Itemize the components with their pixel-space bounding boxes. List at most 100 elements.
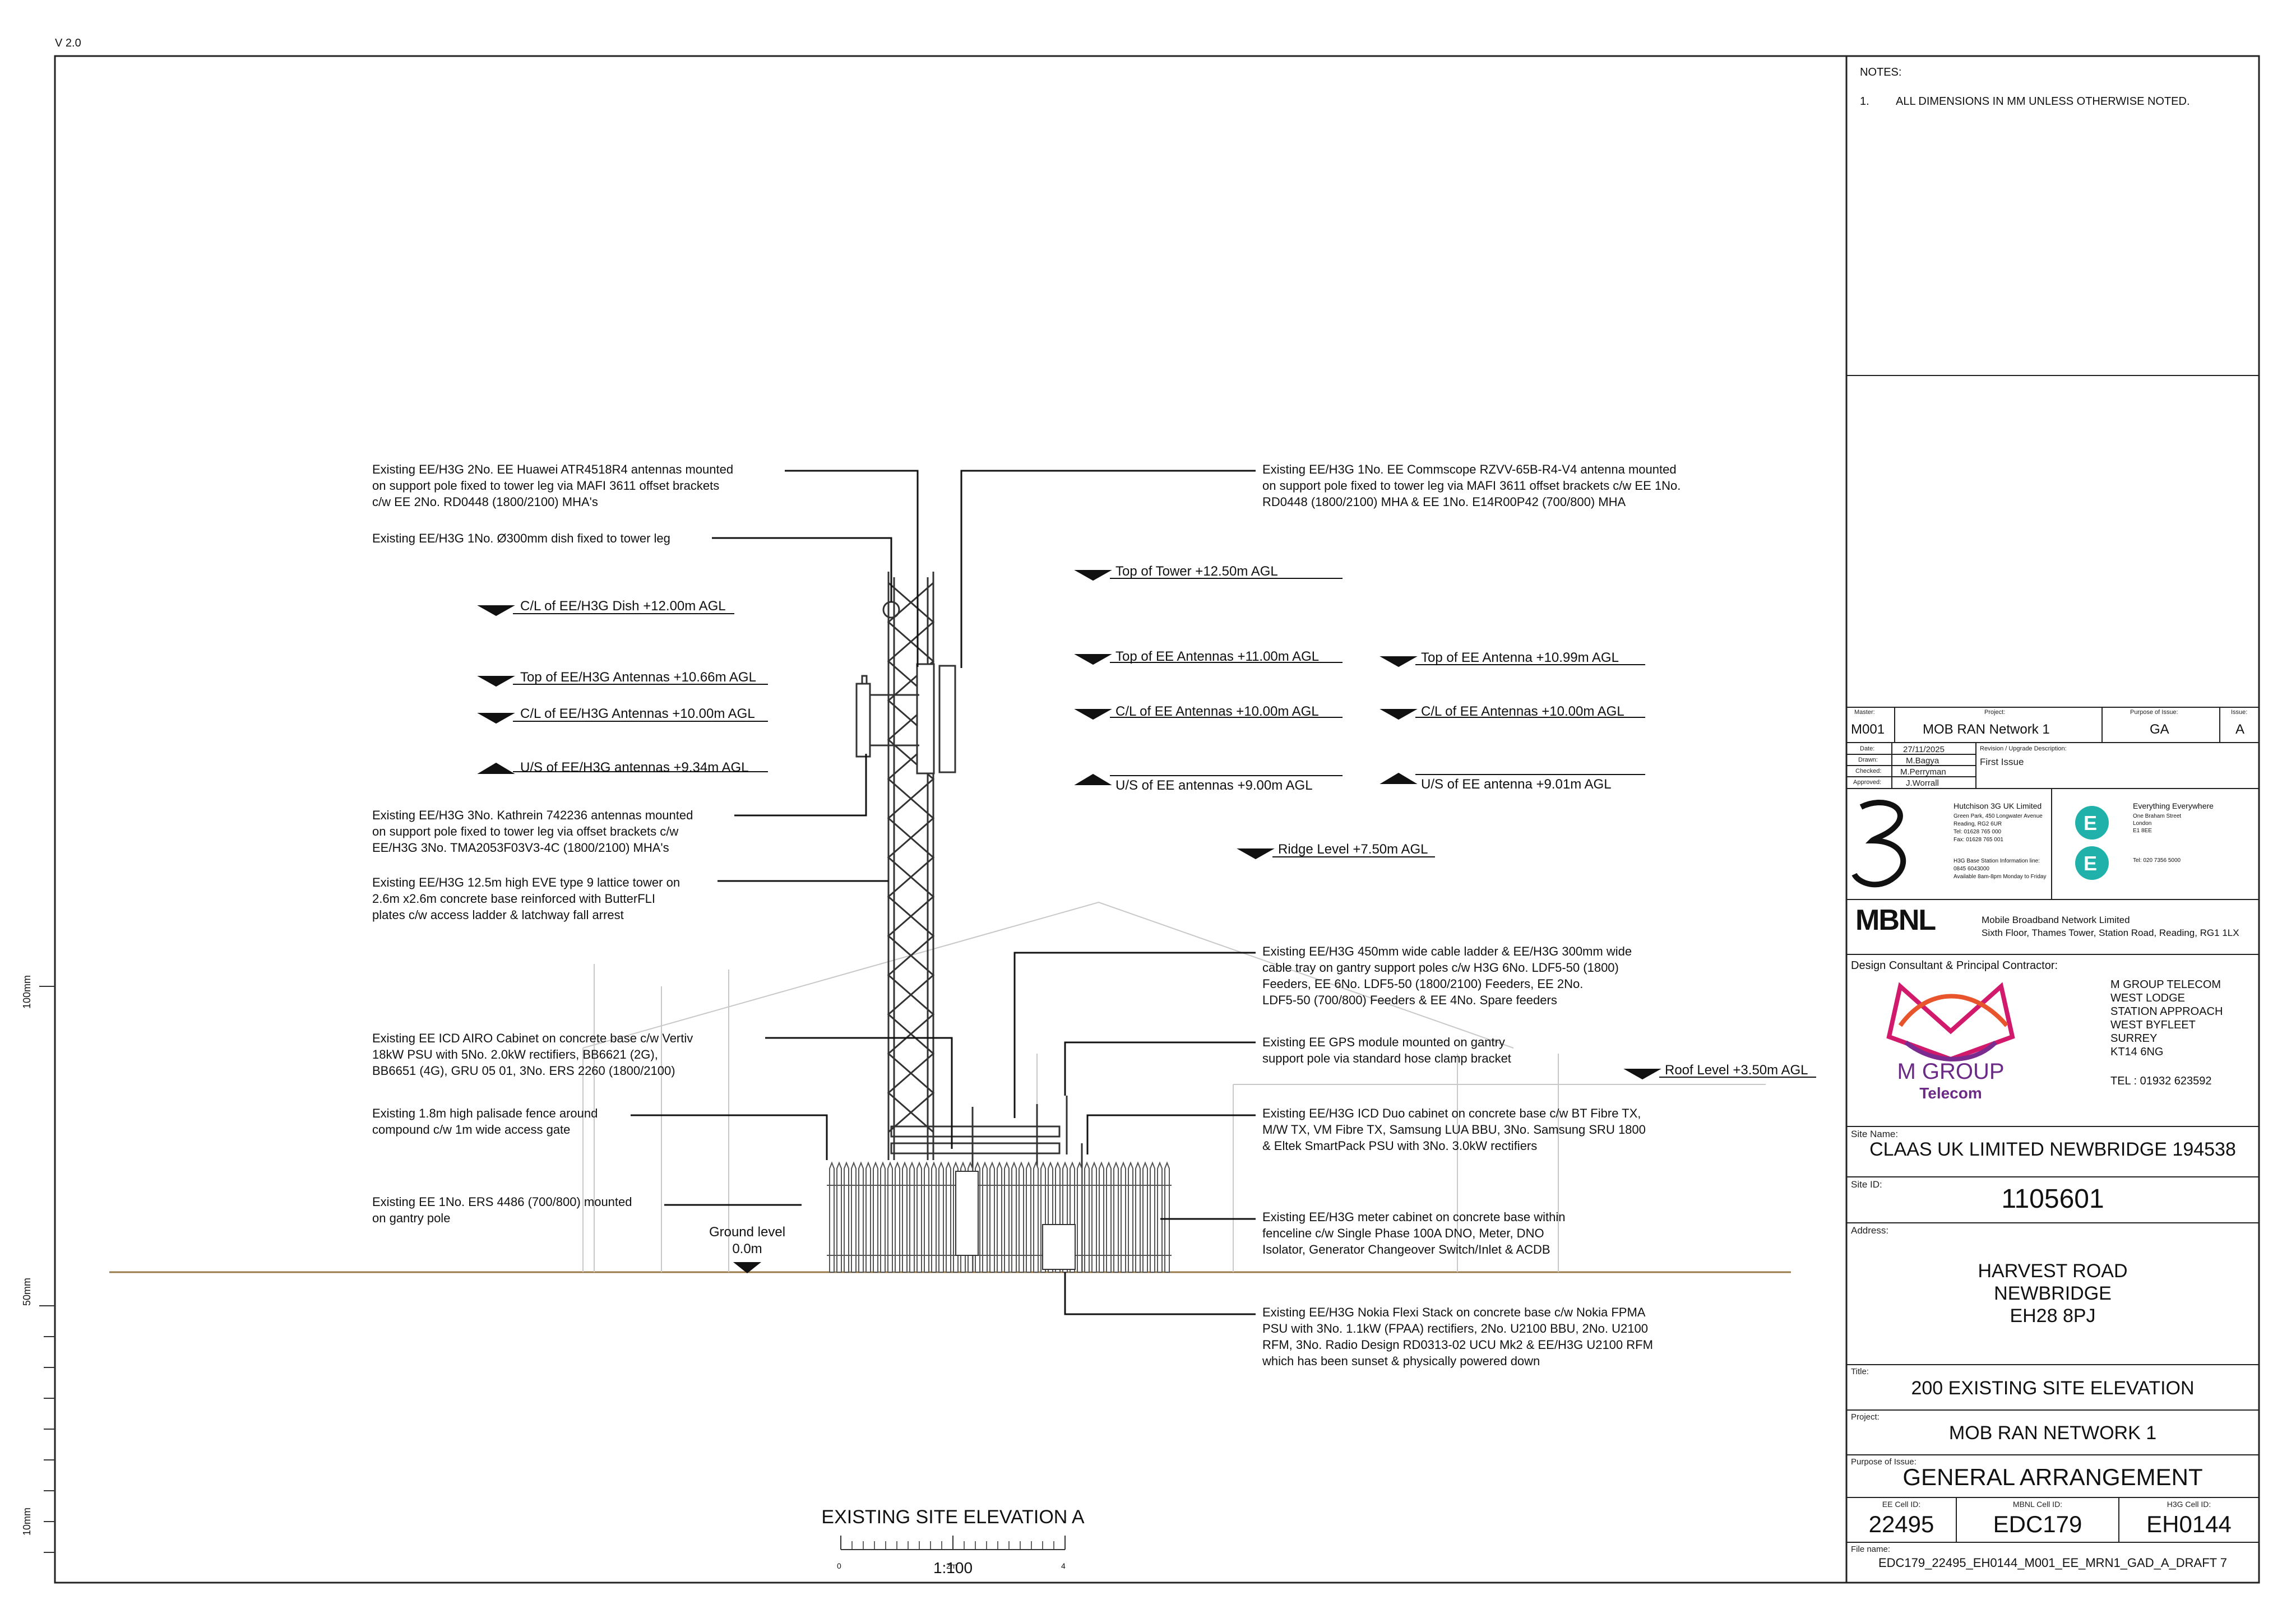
site-name-label: Site Name: — [1851, 1129, 1899, 1139]
callout-line: compound c/w 1m wide access gate — [372, 1123, 571, 1137]
project2-label: Project: — [1851, 1412, 1880, 1422]
approved-value: J.Worrall — [1906, 778, 1939, 788]
drawing-title-value: 200 EXISTING SITE ELEVATION — [1911, 1378, 2195, 1399]
date-label: Date: — [1860, 745, 1875, 752]
gps-pole — [955, 1171, 979, 1256]
purpose2-label: Purpose of Issue: — [1851, 1457, 1917, 1467]
site-name-value: CLAAS UK LIMITED NEWBRIDGE 194538 — [1869, 1139, 2236, 1160]
h3g-cell-label: H3G Cell ID: — [2167, 1500, 2211, 1509]
callout-line: Existing EE/H3G 1No. EE Commscope RZVV-6… — [1262, 462, 1677, 476]
consultant-tel: TEL : 01932 623592 — [2110, 1075, 2212, 1087]
revision-label: Revision / Upgrade Description: — [1980, 745, 2067, 752]
callout-ers-4486: Existing EE 1No. ERS 4486 (700/800) moun… — [372, 1194, 632, 1226]
three-info-text: Available 8am-8pm Monday to Friday — [1954, 874, 2047, 880]
address-label: Address: — [1851, 1225, 1889, 1236]
h3g-cell-value: EH0144 — [2146, 1511, 2232, 1537]
level-ee-antennas-cl-2: C/L of EE Antennas +10.00m AGL — [1421, 704, 1624, 719]
callout-dish: Existing EE/H3G 1No. Ø300mm dish fixed t… — [372, 530, 670, 546]
level-ridge: Ridge Level +7.50m AGL — [1278, 842, 1428, 857]
side-scale-bar — [39, 986, 55, 1553]
consultant-label: Design Consultant & Principal Contractor… — [1851, 959, 2058, 972]
callout-line: c/w EE 2No. RD0448 (1800/2100) MHA's — [372, 495, 598, 509]
callout-line: Existing EE/H3G 12.5m high EVE type 9 la… — [372, 875, 681, 889]
ee-company-name: Everything Everywhere — [2133, 801, 2214, 810]
callout-line: 18kW PSU with 5No. 2.0kW rectifiers, BB6… — [372, 1047, 658, 1061]
three-company-name: Hutchison 3G UK Limited — [1954, 801, 2042, 810]
cabinets — [955, 1171, 1076, 1270]
callout-gps-module: Existing EE GPS module mounted on gantry… — [1262, 1034, 1511, 1066]
site-id-value: 1105601 — [2001, 1184, 2104, 1214]
callout-line: on support pole fixed to tower leg via M… — [372, 479, 720, 493]
level-ee-antenna-us-2: U/S of EE antenna +9.01m AGL — [1421, 777, 1612, 792]
scale-tick-0: 0 — [837, 1561, 841, 1570]
callout-line: on gantry pole — [372, 1211, 451, 1225]
callout-line: & Eltek SmartPack PSU with 3No. 3.0kW re… — [1262, 1139, 1538, 1153]
background-building — [582, 901, 1766, 1272]
mbnl-cell-value: EDC179 — [1993, 1511, 2082, 1537]
consultant-address-line: KT14 6NG — [2110, 1046, 2164, 1058]
level-ee-antennas-top: Top of EE Antennas +11.00m AGL — [1115, 649, 1320, 664]
three-address-line: Reading, RG2 6UR — [1954, 821, 2002, 827]
callout-line: EE/H3G 3No. TMA2053F03V3-4C (1800/2100) … — [372, 841, 669, 855]
file-label: File name: — [1851, 1545, 1891, 1554]
level-dish-cl: C/L of EE/H3G Dish +12.00m AGL — [520, 599, 726, 614]
level-markers — [477, 570, 1816, 1080]
ground-level-value: 0.0m — [732, 1241, 762, 1256]
callout-airo-cabinet: Existing EE ICD AIRO Cabinet on concrete… — [372, 1030, 693, 1079]
approved-label: Approved: — [1853, 779, 1882, 786]
callout-nokia-flexi: Existing EE/H3G Nokia Flexi Stack on con… — [1262, 1304, 1653, 1369]
callout-icd-duo-cabinet: Existing EE/H3G ICD Duo cabinet on concr… — [1262, 1105, 1646, 1154]
scale-tick-4: 4 — [1061, 1561, 1066, 1570]
callout-line: Existing EE ICD AIRO Cabinet on concrete… — [372, 1031, 693, 1045]
callout-line: Existing EE/H3G ICD Duo cabinet on concr… — [1262, 1106, 1641, 1120]
level-h3g-antennas-cl: C/L of EE/H3G Antennas +10.00m AGL — [520, 706, 755, 721]
callout-line: RD0448 (1800/2100) MHA & EE 1No. E14R00P… — [1262, 495, 1626, 509]
ground-level-marker — [733, 1262, 761, 1273]
callout-line: RFM, 3No. Radio Design RD0313-02 UCU Mk2… — [1262, 1338, 1653, 1352]
ee-address: One Braham Street London E1 8EE — [2133, 813, 2181, 834]
purpose-label: Purpose of Issue: — [2130, 709, 2178, 716]
checked-label: Checked: — [1855, 768, 1882, 775]
ee-tel: Tel: 020 7356 5000 — [2133, 857, 2181, 864]
file-name-value: EDC179_22495_EH0144_M001_EE_MRN1_GAD_A_D… — [1878, 1556, 2228, 1570]
callout-line: Existing EE/H3G meter cabinet on concret… — [1262, 1210, 1566, 1224]
mbnl-logo: MBNL — [1855, 904, 1936, 936]
level-ee-antennas-us: U/S of EE antennas +9.00m AGL — [1115, 778, 1313, 793]
drawn-label: Drawn: — [1858, 757, 1878, 763]
drawing-frame — [54, 55, 2260, 1584]
three-logo — [1851, 800, 1906, 888]
site-address-line: NEWBRIDGE — [1994, 1283, 2112, 1304]
purpose2-value: GENERAL ARRANGEMENT — [1902, 1464, 2203, 1490]
three-address-line: Green Park, 450 Longwater Avenue — [1954, 813, 2043, 819]
meter-cabinet — [1042, 1224, 1076, 1270]
drawing-scale: 1:100 — [933, 1559, 973, 1576]
revision-value: First Issue — [1980, 757, 2024, 767]
version-label: V 2.0 — [55, 37, 81, 49]
mbnl-address: Sixth Floor, Thames Tower, Station Road,… — [1982, 928, 2239, 938]
checked-value: M.Perryman — [1900, 767, 1946, 777]
mbnl-name: Mobile Broadband Network Limited — [1982, 915, 2130, 925]
notes-heading: NOTES: — [1860, 66, 1902, 78]
consultant-address-line: WEST LODGE — [2110, 992, 2185, 1004]
callout-cable-ladder: Existing EE/H3G 450mm wide cable ladder … — [1262, 943, 1632, 1008]
callout-meter-cabinet: Existing EE/H3G meter cabinet on concret… — [1262, 1209, 1566, 1258]
level-ee-antenna-top-2: Top of EE Antenna +10.99m AGL — [1421, 650, 1619, 665]
mgroup-logo-text: M GROUP — [1897, 1059, 2005, 1084]
site-address: HARVEST ROAD NEWBRIDGE EH28 8PJ — [1846, 1260, 2259, 1327]
consultant-address-line: M GROUP TELECOM — [2110, 979, 2221, 991]
purpose-value: GA — [2150, 722, 2169, 737]
mgroup-logo-mark — [1886, 982, 2015, 1062]
callout-line: BB6651 (4G), GRU 05 01, 3No. ERS 2260 (1… — [372, 1064, 675, 1078]
callout-line: Existing EE GPS module mounted on gantry — [1262, 1035, 1505, 1049]
level-roof: Roof Level +3.50m AGL — [1665, 1063, 1808, 1078]
three-info-text: H3G Base Station Information line: — [1954, 858, 2040, 864]
ground-level-text: Ground level — [709, 1225, 786, 1240]
consultant-address-line: SURREY — [2110, 1032, 2158, 1045]
callout-line: on support pole fixed to tower leg via o… — [372, 824, 679, 838]
callout-line: M/W TX, VM Fibre TX, Samsung LUA BBU, 3N… — [1262, 1123, 1646, 1137]
ee-address-line: London — [2133, 820, 2152, 827]
callout-line: LDF5-50 (700/800) Feeders & EE 4No. Spar… — [1262, 993, 1557, 1007]
callout-lattice-tower: Existing EE/H3G 12.5m high EVE type 9 la… — [372, 874, 680, 923]
note-1-text: ALL DIMENSIONS IN MM UNLESS OTHERWISE NO… — [1896, 95, 2190, 108]
